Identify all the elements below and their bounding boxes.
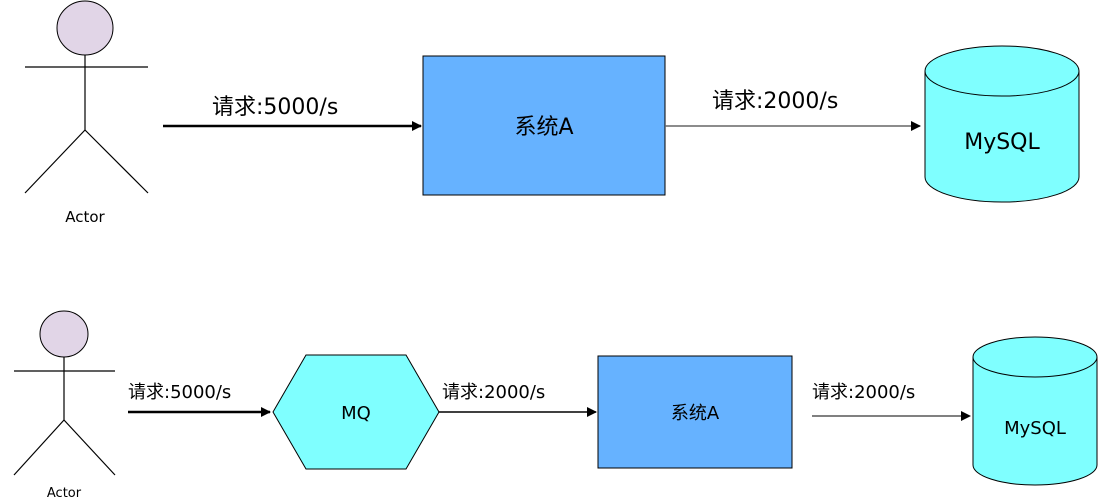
top-actor-label: Actor xyxy=(65,208,105,226)
bottom-edge-label-mq-system: 请求:2000/s xyxy=(442,382,545,403)
top-edge-actor-system: 请求:5000/s xyxy=(163,95,422,131)
top-system-a-label: 系统A xyxy=(514,115,573,140)
top-actor-head xyxy=(56,0,114,56)
top-mysql-label: MySQL xyxy=(964,130,1040,155)
top-edge-label-system-db: 请求:2000/s xyxy=(712,89,838,114)
top-system-a-box xyxy=(422,55,666,196)
top-actor: Actor xyxy=(24,0,149,226)
top-flow: Actor 请求:5000/s 系统A 请求:2000/s MySQL xyxy=(24,0,1080,226)
top-edge-label-actor-system: 请求:5000/s xyxy=(212,95,338,120)
bottom-mysql-label: MySQL xyxy=(1004,418,1066,439)
bottom-edge-system-db: 请求:2000/s xyxy=(812,382,971,421)
bottom-system-a: 系统A xyxy=(597,355,793,469)
bottom-actor-right-leg xyxy=(63,419,116,476)
bottom-edge-actor-mq: 请求:5000/s xyxy=(128,382,271,417)
top-actor-right-leg xyxy=(84,129,149,194)
top-mysql-body xyxy=(924,71,1080,203)
top-edge-system-db: 请求:2000/s xyxy=(665,89,921,131)
bottom-actor: Actor xyxy=(13,310,116,501)
bottom-system-a-label: 系统A xyxy=(671,403,720,424)
bottom-mq-label: MQ xyxy=(341,403,371,424)
top-mysql-cylinder: MySQL xyxy=(924,45,1080,203)
bottom-mysql-cylinder: MySQL xyxy=(972,336,1098,486)
top-actor-left-leg xyxy=(24,129,86,194)
bottom-mq: MQ xyxy=(272,354,440,470)
bottom-edge-mq-system: 请求:2000/s xyxy=(439,382,597,417)
bottom-system-a-box xyxy=(597,355,793,469)
bottom-actor-head xyxy=(39,310,89,358)
bottom-actor-left-leg xyxy=(13,419,65,476)
bottom-flow: Actor 请求:5000/s MQ 请求:2000/s 系统A 请求:2000… xyxy=(13,310,1098,501)
bottom-mysql-top xyxy=(972,336,1098,378)
bottom-actor-label: Actor xyxy=(47,486,82,501)
bottom-edge-label-system-db: 请求:2000/s xyxy=(812,382,915,403)
bottom-mysql-body xyxy=(972,357,1098,486)
top-system-a: 系统A xyxy=(422,55,666,196)
top-mysql-top xyxy=(924,45,1080,97)
bottom-edge-label-actor-mq: 请求:5000/s xyxy=(128,382,231,403)
